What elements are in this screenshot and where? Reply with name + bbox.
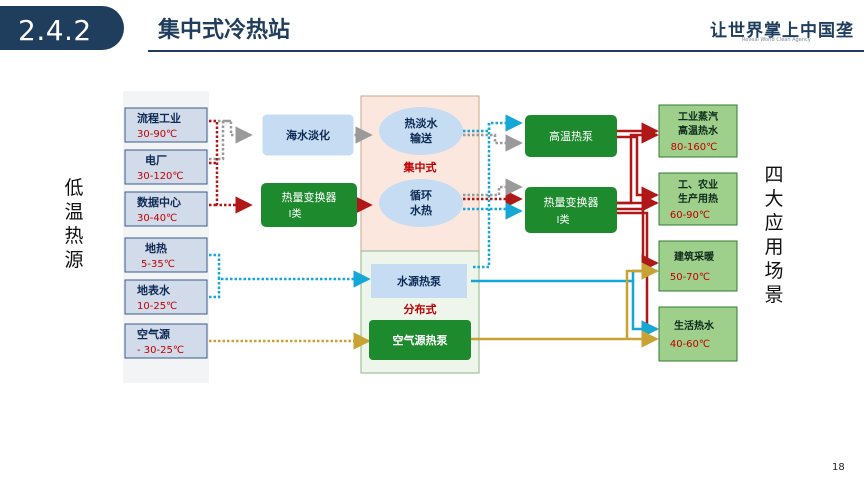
circulation-node — [379, 179, 463, 227]
line-industry-desal — [209, 119, 253, 144]
scenario-box — [658, 306, 738, 362]
centralized-label: 集中式 — [403, 160, 437, 174]
scenario-line1: 生活热水 — [674, 319, 715, 332]
source-name: 空气源 — [137, 327, 170, 341]
exchanger-line1: 热量变换器 — [544, 195, 599, 209]
line-central-cyan-trunk — [471, 123, 491, 269]
line-central-exch-cyan — [463, 202, 523, 220]
exchanger-box — [261, 183, 357, 227]
heat-exchanger-left: 热量变换器 I类 — [261, 183, 357, 227]
source-name: 电厂 — [145, 153, 167, 167]
scenario-box — [658, 172, 738, 226]
hp-label: 高温热泵 — [549, 129, 593, 143]
centralized-hub: 热淡水 输送 集中式 循环 水热 — [379, 107, 463, 227]
scenario-domestic-hot-water: 生活热水 40-60℃ — [658, 306, 738, 362]
exchanger-line1: 热量变换器 — [282, 190, 337, 204]
distributed-label: 分布式 — [404, 302, 437, 316]
scenario-agri-production: 工、农业 生产用热 60-90℃ — [658, 172, 738, 226]
arrow-hp-agri — [617, 135, 659, 204]
source-data-center: 数据中心 30-40℃ — [124, 191, 208, 227]
source-box — [124, 279, 208, 315]
source-range: 30-90℃ — [137, 129, 177, 140]
source-name: 地表水 — [137, 283, 171, 297]
heat-station-diagram: 流程工业 30-90℃ 电厂 30-120℃ 数据中心 30-40℃ 地热 5-… — [123, 91, 738, 383]
line-central-hp-cyan — [463, 114, 523, 133]
line-geo-pump — [209, 253, 371, 288]
title-divider — [148, 50, 864, 52]
line-central-hp-gray — [463, 133, 523, 152]
fresh-water-node — [379, 107, 463, 155]
application-scenarios-label: 四大应用场景 — [764, 164, 784, 306]
source-range: 30-40℃ — [137, 213, 177, 224]
scenario-range: 60-90℃ — [670, 210, 710, 221]
source-power-plant: 电厂 30-120℃ — [124, 149, 208, 185]
desal-box — [262, 114, 354, 156]
exchanger-line2: I类 — [557, 213, 570, 226]
arrow-exch-heating — [617, 207, 659, 272]
seawater-desalination: 海水淡化 — [262, 114, 354, 156]
scenario-line2: 高温热水 — [678, 124, 719, 137]
source-air: 空气源 - 30-25℃ — [124, 323, 208, 359]
source-surface-water: 地表水 10-25℃ — [124, 279, 208, 315]
hp-box — [525, 115, 617, 157]
section-number: 2.4.2 — [18, 14, 92, 47]
air-pump-box — [369, 320, 471, 360]
line-central-exch-gray — [463, 178, 523, 197]
fresh-water-line1: 热淡水 — [405, 116, 439, 130]
scenario-building-heating: 建筑采暖 50-70℃ — [658, 240, 738, 292]
source-process-industry: 流程工业 30-90℃ — [124, 107, 208, 143]
section-tab — [0, 6, 124, 50]
arrow-pump-hotwater — [471, 279, 659, 338]
source-range: 30-120℃ — [137, 171, 184, 182]
exchanger-box — [525, 187, 617, 233]
connector-lines — [209, 114, 523, 350]
circulation-line2: 水热 — [410, 203, 432, 217]
scenario-box — [658, 104, 738, 158]
logo-subtitle: Reveal World Clean Agency — [742, 37, 811, 43]
water-pump-label: 水源热泵 — [397, 274, 441, 288]
logo-text: 让世界掌上中国垄 — [710, 21, 854, 41]
low-temp-source-label: 低温热源 — [64, 177, 84, 271]
source-range: 5-35℃ — [141, 259, 175, 270]
line-power-desal — [209, 119, 231, 161]
heat-exchanger-right: 热量变换器 I类 — [525, 187, 617, 233]
source-box — [124, 149, 208, 185]
exchanger-line2: I类 — [289, 207, 302, 220]
source-name: 地热 — [145, 241, 167, 255]
source-box — [124, 237, 208, 273]
fresh-water-line2: 输送 — [410, 131, 433, 145]
source-box — [124, 107, 208, 143]
distributed-hub: 水源热泵 分布式 空气源热泵 — [369, 264, 471, 360]
scenario-range: 40-60℃ — [670, 339, 710, 350]
line-industry-exch — [209, 119, 253, 214]
scenario-line1: 工业蒸汽 — [678, 110, 718, 123]
source-geothermal: 地热 5-35℃ — [124, 237, 208, 273]
source-box — [124, 323, 208, 359]
high-temp-heat-pump: 高温热泵 — [525, 115, 617, 157]
source-box — [124, 191, 208, 227]
source-range: - 30-25℃ — [137, 345, 184, 356]
scenario-line2: 生产用热 — [678, 192, 718, 205]
scenario-range: 80-160℃ — [671, 142, 718, 153]
source-range: 10-25℃ — [137, 301, 177, 312]
scenario-line1: 工、农业 — [678, 178, 718, 191]
source-name: 数据中心 — [137, 195, 181, 209]
arrow-air-heating — [625, 262, 659, 339]
line-surface-pump — [209, 279, 221, 299]
scenario-industrial-steam: 工业蒸汽 高温热水 80-160℃ — [658, 104, 738, 158]
brand-logo: 让世界掌上中国垄 — [710, 16, 854, 41]
desal-label: 海水淡化 — [286, 128, 330, 142]
arrow-pump-heating — [631, 262, 659, 281]
page-title: 集中式冷热站 — [158, 18, 291, 43]
scenario-line1: 建筑采暖 — [673, 250, 715, 263]
circulation-line1: 循环 — [410, 188, 432, 202]
scenario-box — [658, 240, 738, 292]
air-pump-label: 空气源热泵 — [393, 333, 448, 347]
water-pump-box — [371, 264, 467, 298]
source-name: 流程工业 — [137, 111, 181, 125]
output-arrows — [471, 122, 659, 348]
page-number: 18 — [832, 462, 845, 473]
scenario-range: 50-70℃ — [670, 272, 710, 283]
